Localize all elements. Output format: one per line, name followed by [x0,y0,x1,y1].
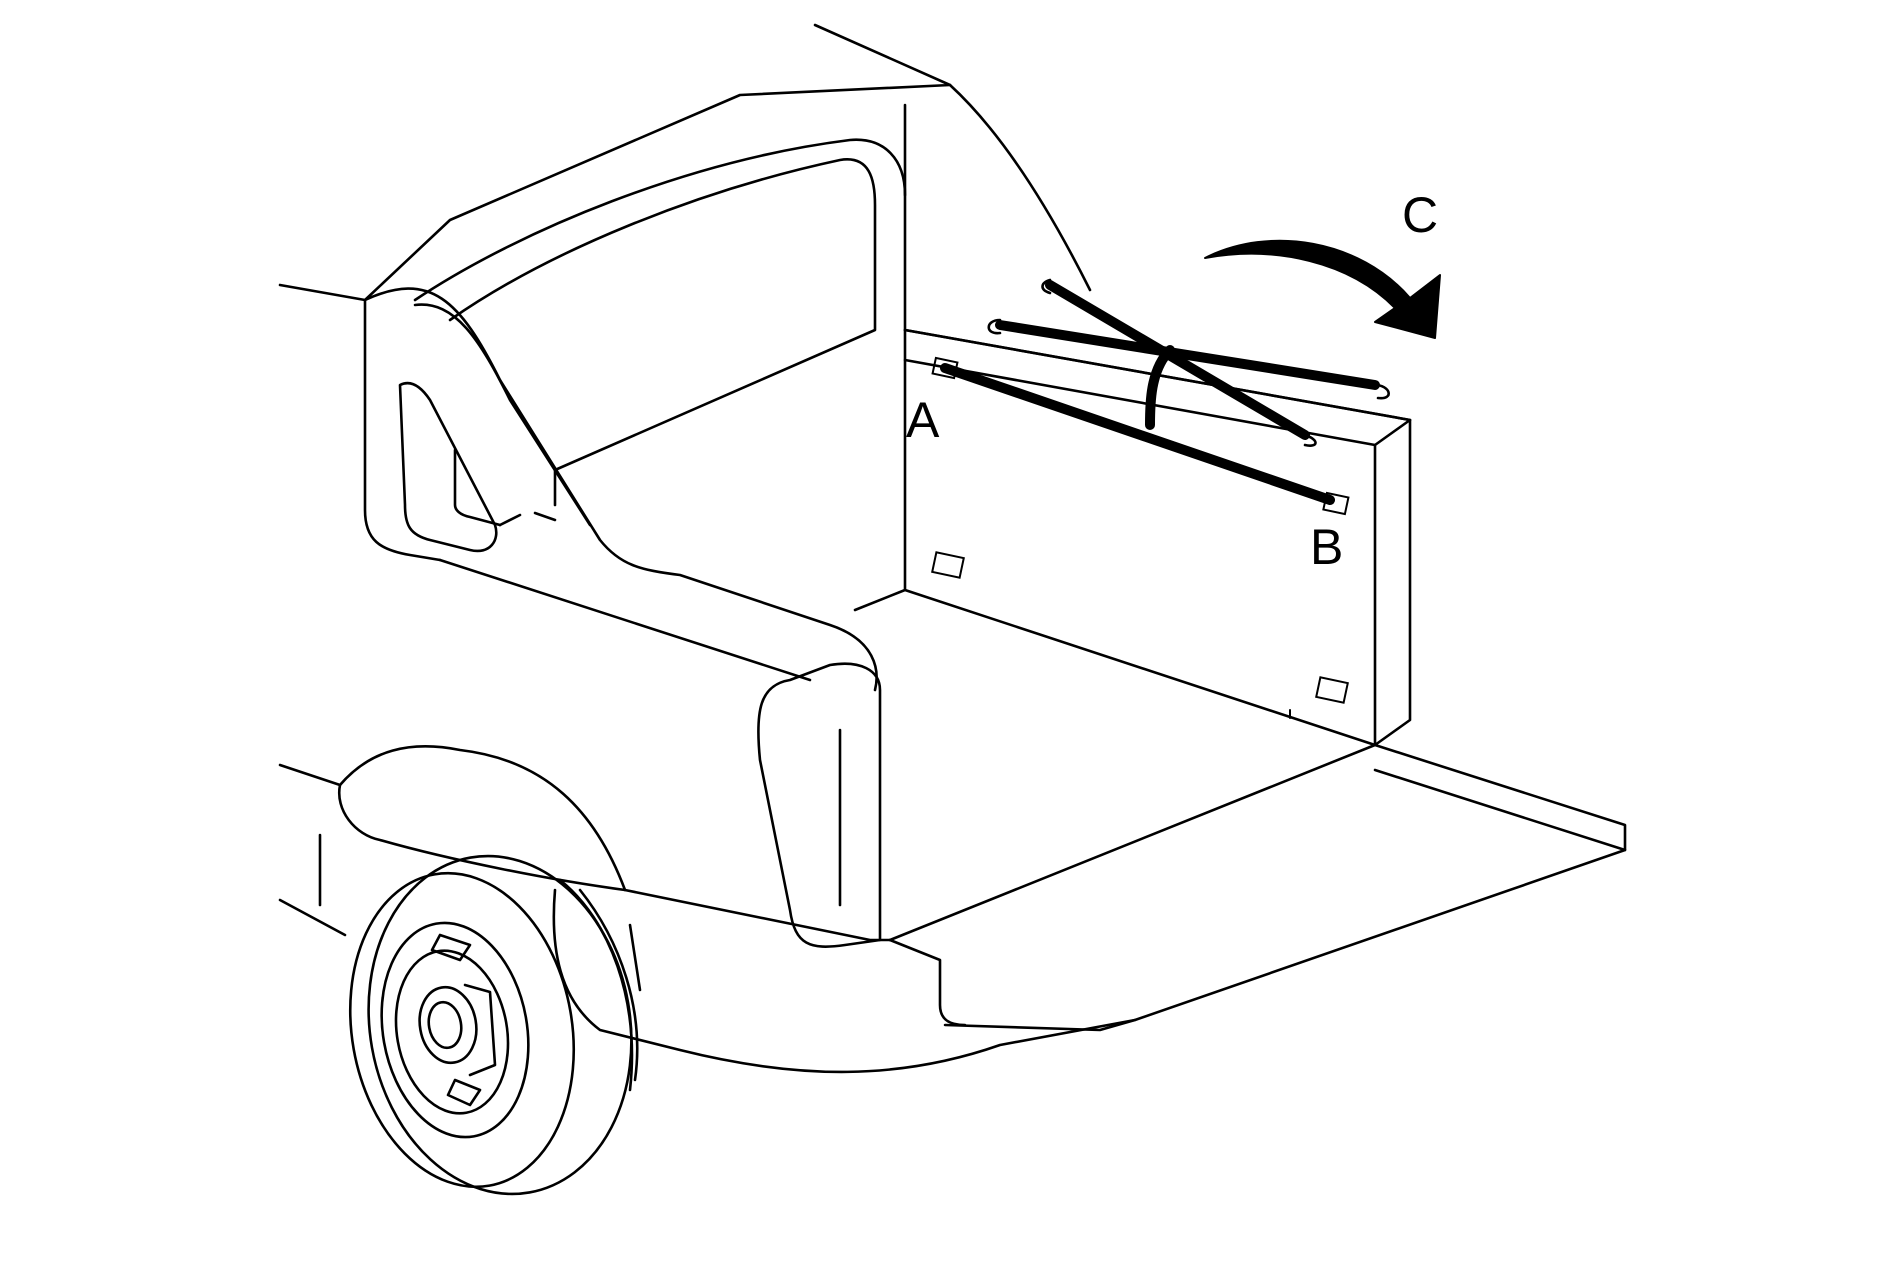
divider-slot-left [931,551,965,579]
bed-floor [853,328,1377,942]
strap-hook-top [1041,278,1052,295]
strap-loop [1145,345,1175,430]
strap-hook-bottom [1303,433,1317,447]
divider-slot-right [1315,676,1349,704]
left-bed-side [363,287,878,692]
rear-corner-post [757,662,882,948]
strap-installed [940,363,1335,505]
strap-hook-left [987,318,1002,335]
callout-c: C [1402,187,1439,243]
rear-bumper [552,888,1137,1074]
tailgate [888,743,1627,1032]
callout-a: A [906,392,940,448]
rear-wheel [348,854,639,1196]
strap-hook-right [1373,383,1390,400]
cab-rear-window [413,138,907,472]
strap-upper [995,320,1380,390]
cargo-straps [940,278,1390,505]
fender [278,745,892,942]
rotation-arrow [1204,239,1441,339]
strap-crossing [1045,280,1310,440]
callout-b: B [1310,519,1344,575]
cab-outline [278,23,1412,562]
